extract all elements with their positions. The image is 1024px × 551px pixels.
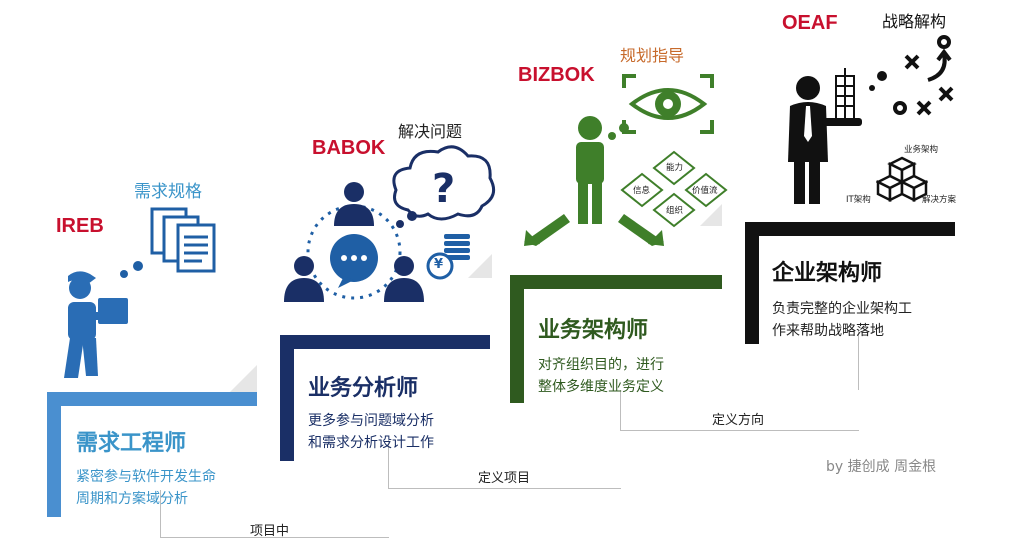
cube-label-solution: 解决方案 (922, 195, 957, 205)
currency-yen-symbol: ¥ (434, 257, 444, 272)
stair-label-project-in: 项目中 (250, 524, 290, 539)
desc-requirements-engineer-1: 紧密参与软件开发生命 (76, 469, 216, 485)
title-enterprise-architect: 企业架构师 (772, 261, 883, 286)
cube-label-it-arch: IT架构 (846, 195, 871, 205)
desc-enterprise-architect-2: 作来帮助战略落地 (772, 323, 884, 339)
diamond-value-stream: 价值流 (692, 186, 718, 196)
question-cloud-icon: ? (392, 145, 496, 221)
team-discussion-icon (284, 182, 424, 302)
worker-carrying-box-icon (64, 271, 128, 378)
desc-business-analyst-2: 和需求分析设计工作 (308, 435, 434, 451)
step-4-bracket (745, 222, 955, 344)
desc-enterprise-architect-1: 负责完整的企业架构工 (772, 301, 912, 317)
architecture-cubes-icon (876, 156, 928, 202)
credit-text: by 捷创成 周金根 (826, 459, 937, 475)
tag-strategy-decomposition: 战略解构 (882, 12, 947, 31)
svg-text:?: ? (432, 166, 455, 212)
desc-business-architect-2: 整体多维度业务定义 (538, 379, 664, 395)
businessman-building-icon (788, 68, 862, 204)
stair-line-4 (858, 330, 859, 390)
desc-requirements-engineer-2: 周期和方案域分析 (76, 491, 188, 507)
stair-line-3 (620, 390, 859, 431)
capability-diamonds (620, 150, 728, 228)
brand-ireb: IREB (56, 215, 104, 237)
stair-line-2 (388, 440, 621, 489)
diamond-capability: 能力 (666, 163, 684, 173)
tag-requirement-spec: 需求规格 (134, 182, 202, 202)
step-1-bracket (47, 392, 257, 517)
stair-line-1 (160, 490, 389, 538)
person-crossroads-icon (524, 116, 664, 246)
brand-oeaf: OEAF (782, 12, 838, 34)
title-requirements-engineer: 需求工程师 (76, 431, 187, 456)
thought-dots-ireb (120, 261, 143, 278)
tag-solve-problems: 解决问题 (398, 122, 463, 141)
brand-bizbok: BIZBOK (518, 64, 595, 86)
title-business-analyst: 业务分析师 (308, 376, 419, 401)
step-3-bracket (510, 275, 722, 403)
diamond-information: 信息 (633, 186, 651, 196)
strategy-play-icon (869, 35, 954, 116)
tag-planning-guidance: 规划指导 (620, 46, 685, 65)
title-business-architect: 业务架构师 (538, 318, 649, 343)
desc-business-analyst-1: 更多参与问题域分析 (308, 413, 434, 429)
step-2-bracket (280, 335, 490, 461)
documents-icon (150, 207, 216, 273)
stair-label-define-project: 定义项目 (478, 471, 531, 486)
thought-dots-bizbok (608, 123, 629, 140)
stair-label-define-direction: 定义方向 (712, 413, 765, 428)
brand-babok: BABOK (312, 137, 386, 159)
desc-business-architect-1: 对齐组织目的，进行 (538, 357, 664, 373)
thought-dots-babok (396, 211, 417, 228)
coin-stack-icon (426, 234, 470, 280)
cube-label-business-arch: 业务架构 (904, 145, 939, 155)
diamond-organization: 组织 (666, 206, 684, 216)
